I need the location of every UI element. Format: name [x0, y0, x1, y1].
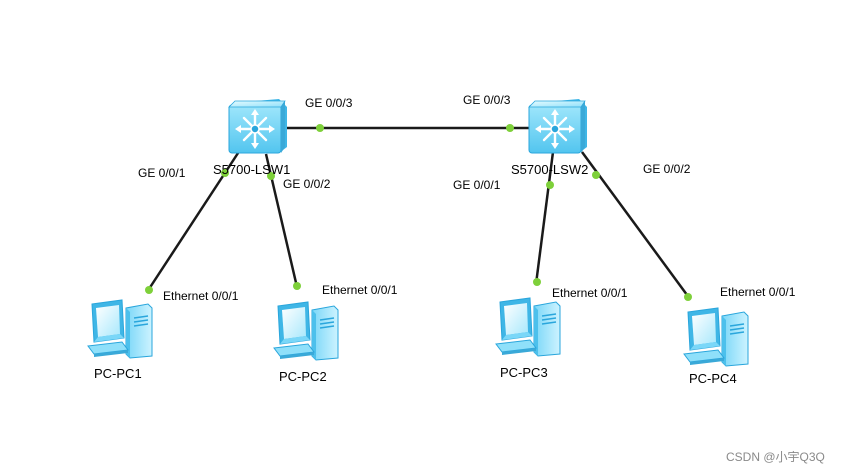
- device-label-pc1: PC-PC1: [94, 366, 142, 381]
- link-sw2-pc4: [580, 151, 692, 300]
- port-dots: [145, 124, 692, 301]
- device-label-pc3: PC-PC3: [500, 365, 548, 380]
- port-label-pc3-eth: Ethernet 0/0/1: [552, 286, 628, 300]
- port-label-sw1-ge002: GE 0/0/2: [283, 177, 331, 191]
- port-label-sw2-ge001: GE 0/0/1: [453, 178, 501, 192]
- port-dot-sw2-ge003: [506, 124, 514, 132]
- port-label-pc4-eth: Ethernet 0/0/1: [720, 285, 796, 299]
- device-label-pc4: PC-PC4: [689, 371, 737, 386]
- pc-icon[interactable]: [87, 299, 153, 359]
- switch-icon[interactable]: [527, 97, 589, 155]
- port-dot-pc1-eth: [145, 286, 153, 294]
- port-dot-sw1-ge001: [221, 169, 229, 177]
- port-label-sw2-ge003: GE 0/0/3: [463, 93, 511, 107]
- link-lines: [145, 126, 692, 300]
- device-label-pc2: PC-PC2: [279, 369, 327, 384]
- port-dot-sw1-ge003: [316, 124, 324, 132]
- port-dot-pc2-eth: [293, 282, 301, 290]
- port-label-sw1-ge003: GE 0/0/3: [305, 96, 353, 110]
- port-label-pc1-eth: Ethernet 0/0/1: [163, 289, 239, 303]
- device-label-sw2: S5700-LSW2: [511, 162, 589, 177]
- pc-icon[interactable]: [683, 307, 749, 367]
- link-sw2-pc3: [534, 151, 555, 285]
- port-dot-sw2-ge002: [592, 171, 600, 179]
- port-label-pc2-eth: Ethernet 0/0/1: [322, 283, 398, 297]
- device-label-sw1: S5700-LSW1: [213, 162, 291, 177]
- port-dot-pc3-eth: [533, 278, 541, 286]
- port-label-sw1-ge001: GE 0/0/1: [138, 166, 186, 180]
- watermark: CSDN @小宇Q3Q: [726, 450, 825, 464]
- pc-icon[interactable]: [273, 301, 339, 361]
- pc-icon[interactable]: [495, 297, 561, 357]
- port-dot-pc4-eth: [684, 293, 692, 301]
- port-label-sw2-ge002: GE 0/0/2: [643, 162, 691, 176]
- port-dot-sw2-ge001: [546, 181, 554, 189]
- port-dot-sw1-ge002: [267, 172, 275, 180]
- switch-icon[interactable]: [227, 97, 289, 155]
